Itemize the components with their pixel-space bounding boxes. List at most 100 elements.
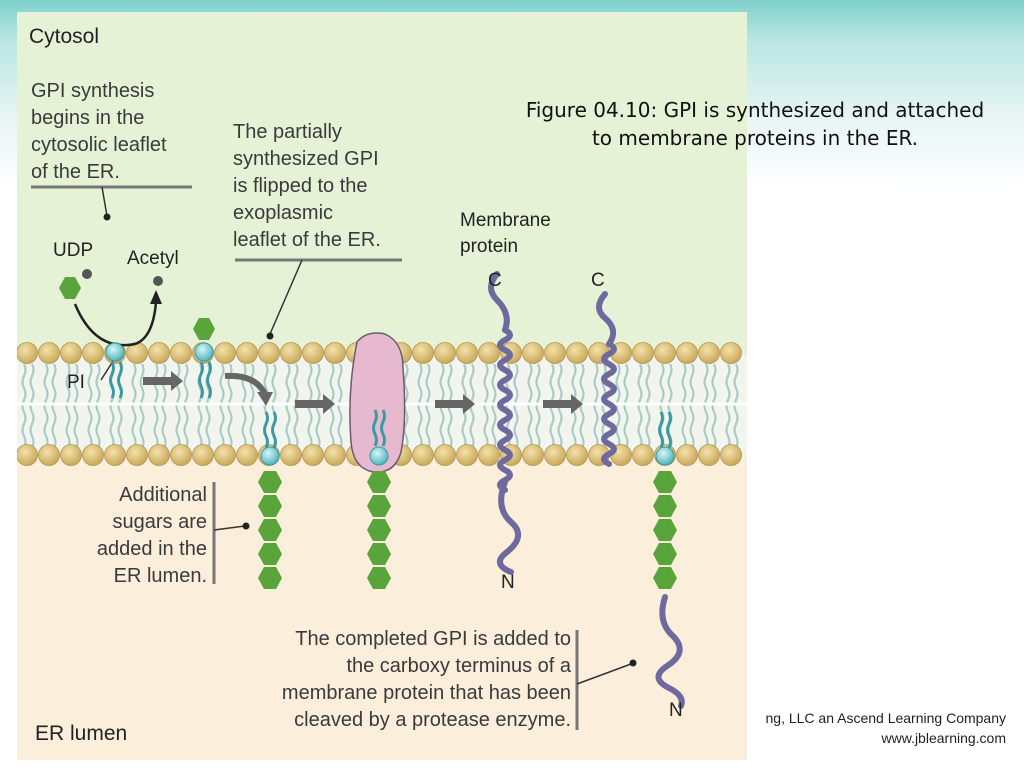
step1-note: GPI synthesis begins in the cytosolic le… [31, 78, 167, 186]
step-arrow-2 [295, 394, 335, 414]
c-terminus-label-2: C [591, 270, 605, 291]
step3-line: Additional [119, 484, 207, 506]
sugar-hexagon [653, 519, 677, 541]
lipid-headgroup [324, 342, 346, 364]
sugar-hexagon [367, 519, 391, 541]
sugar-chain [367, 471, 391, 589]
lipid-headgroup [280, 444, 302, 466]
sugar-hexagon [258, 519, 282, 541]
membrane-protein-label: Membrane protein [460, 208, 551, 260]
pi-label: PI [67, 372, 85, 393]
membrane-protein-line: protein [460, 236, 519, 257]
step2-leader [269, 259, 303, 335]
sugar-hexagon [367, 471, 391, 493]
sugar-hexagon [258, 471, 282, 493]
step3-line: added in the [96, 538, 207, 560]
protein-helix [601, 341, 617, 467]
lipid-headgroup [324, 444, 346, 466]
lipid-headgroup [434, 342, 456, 364]
n-terminus-label-1: N [501, 572, 515, 593]
protein-c-terminus [488, 271, 510, 333]
lipid-headgroup [478, 444, 500, 466]
lipid-headgroup [38, 444, 60, 466]
udp-label: UDP [53, 240, 94, 261]
membrane-protein-line: Membrane [460, 210, 551, 231]
figure-panel: Cytosol ER lumen GPI synthesis begins in… [16, 12, 747, 760]
lipid-headgroup [214, 342, 236, 364]
caption-line: to membrane proteins in the ER. [591, 126, 919, 150]
lipid-headgroup [412, 444, 434, 466]
gpi-headgroup [194, 342, 214, 362]
lipid-headgroup [236, 444, 258, 466]
protein-c-terminus [596, 291, 617, 347]
lipid-headgroup [214, 444, 236, 466]
step3-line: ER lumen. [113, 565, 207, 587]
step1-line: GPI synthesis [31, 80, 155, 102]
cytosol-label: Cytosol [29, 25, 100, 48]
lipid-headgroup [236, 342, 258, 364]
lipid-headgroup [654, 342, 676, 364]
lipid-headgroup [170, 444, 192, 466]
step4-leader [576, 663, 632, 685]
step2-line: is flipped to the [233, 175, 368, 197]
step3-note: Additional sugars are added in the ER lu… [57, 482, 207, 590]
step4-line: cleaved by a protease enzyme. [294, 709, 571, 731]
flip-arrow [224, 372, 268, 396]
lipid-headgroup [698, 342, 720, 364]
step-arrow-1 [143, 371, 183, 391]
step4-dot [629, 659, 637, 667]
step3-dot [242, 522, 250, 530]
step1-leader [101, 186, 108, 217]
sugar-hexagon [653, 567, 677, 589]
lipid-headgroup [720, 342, 742, 364]
lipid-headgroup [434, 444, 456, 466]
acetyl-exchange-arrow [73, 301, 158, 347]
step-arrow-4 [543, 394, 583, 414]
sugar-hexagon [367, 567, 391, 589]
lipid-headgroup [258, 342, 280, 364]
gpi-headgroup [369, 446, 389, 466]
protein-n-terminus [497, 479, 521, 575]
lipid-headgroup [16, 444, 38, 466]
pi-tail [117, 361, 123, 399]
lipid-headgroup [126, 444, 148, 466]
step4-note: The completed GPI is added to the carbox… [213, 626, 571, 734]
sugar-hexagon [653, 543, 677, 565]
step2-line: exoplasmic [233, 202, 334, 224]
sugar-hexagon [653, 495, 677, 517]
step3-line: sugars are [112, 511, 208, 533]
step2-note: The partially synthesized GPI is flipped… [233, 119, 381, 254]
udp-sugar [59, 277, 81, 299]
gpi-tail [380, 409, 386, 447]
lipid-headgroup [16, 342, 38, 364]
gpi-tail [271, 411, 277, 449]
lipid-headgroup [522, 342, 544, 364]
sugar-hexagon [653, 471, 677, 493]
gpi-tail [198, 361, 204, 399]
lipid-heads-top [16, 342, 742, 364]
lipid-headgroup [302, 444, 324, 466]
cytosol-region [17, 12, 747, 357]
lipid-headgroup [38, 342, 60, 364]
step1-line: of the ER. [31, 161, 120, 183]
step3-leader [213, 525, 246, 531]
c-terminus-label-1: C [488, 270, 502, 291]
acetyl-dot [153, 276, 163, 286]
flip-arrowhead [257, 392, 273, 406]
step2-line: leaflet of the ER. [233, 229, 381, 251]
sugar-hexagon [367, 543, 391, 565]
gpi-headgroup [260, 446, 280, 466]
sugar-hexagon [367, 495, 391, 517]
udp-dot [82, 269, 92, 279]
gpi-tail [666, 411, 672, 449]
step2-dot [266, 332, 274, 340]
gpi-tail [658, 411, 664, 449]
step2-line: The partially [233, 121, 342, 143]
transamidase-enzyme [349, 332, 406, 473]
protein-helix [497, 327, 513, 493]
pi-headgroup [105, 342, 125, 362]
acetyl-label: Acetyl [127, 248, 179, 269]
sugar-hexagon [258, 543, 282, 565]
gpi-tail [206, 361, 212, 399]
gpi-tail [263, 411, 269, 449]
